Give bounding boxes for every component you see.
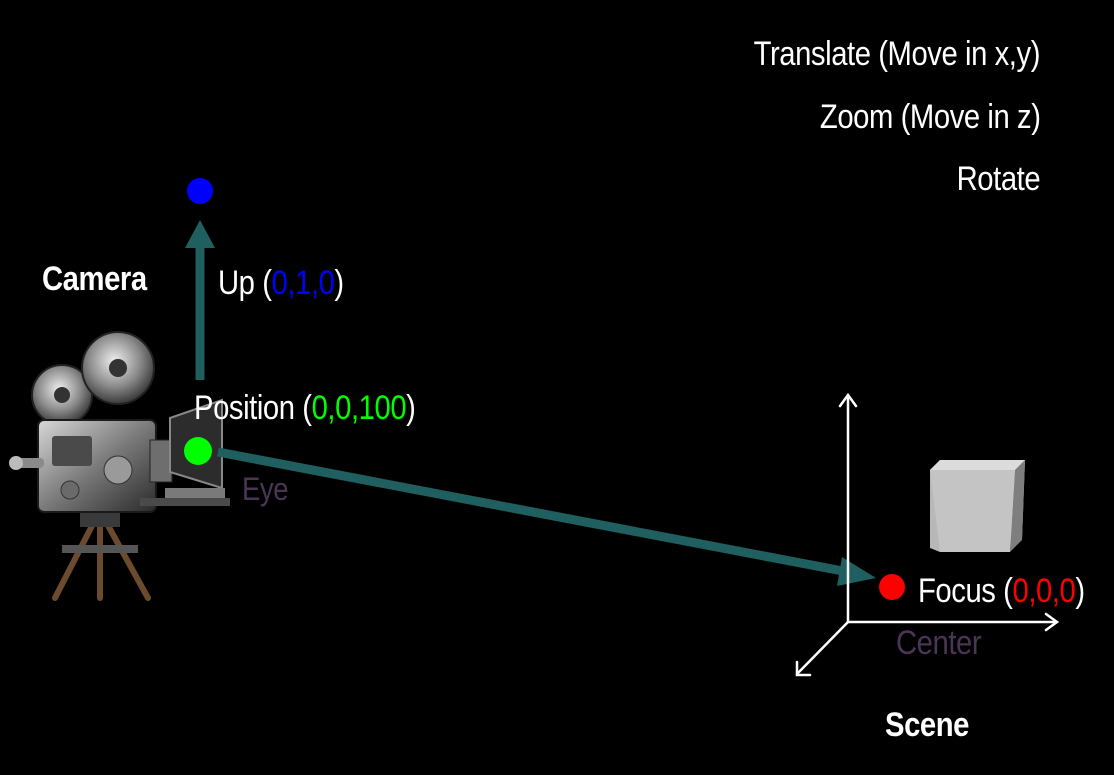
position-label: Position (0,0,100)	[194, 389, 416, 427]
operation-rotate: Rotate	[956, 160, 1040, 198]
operation-translate: Translate (Move in x,y)	[753, 35, 1041, 73]
cube-icon	[930, 460, 1025, 552]
position-label-text: Position	[194, 389, 295, 427]
movie-camera-icon	[9, 331, 230, 601]
position-open-paren: (	[302, 389, 312, 427]
up-close-paren: )	[334, 264, 344, 302]
position-value: 0,0,100	[311, 389, 407, 427]
scene-axes	[795, 392, 1060, 677]
focus-point	[879, 574, 905, 600]
focus-label-text: Focus	[918, 572, 996, 610]
up-vector-arrow	[185, 220, 215, 380]
focus-value: 0,0,0	[1012, 572, 1076, 610]
camera-heading: Camera	[42, 260, 147, 298]
up-open-paren: (	[262, 264, 272, 302]
focus-close-paren: )	[1075, 572, 1085, 610]
up-value: 0,1,0	[271, 264, 335, 302]
up-point	[187, 178, 213, 204]
operation-zoom: Zoom (Move in z)	[819, 98, 1040, 136]
up-label-text: Up	[218, 264, 255, 302]
center-label: Center	[896, 624, 982, 662]
line-of-sight-arrow	[217, 447, 876, 586]
scene-heading: Scene	[885, 706, 970, 744]
focus-open-paren: (	[1003, 572, 1013, 610]
eye-label: Eye	[242, 471, 289, 507]
up-label: Up (0,1,0)	[218, 266, 344, 300]
eye-point	[184, 437, 212, 465]
position-close-paren: )	[406, 389, 416, 427]
focus-label: Focus (0,0,0)	[918, 574, 1085, 608]
